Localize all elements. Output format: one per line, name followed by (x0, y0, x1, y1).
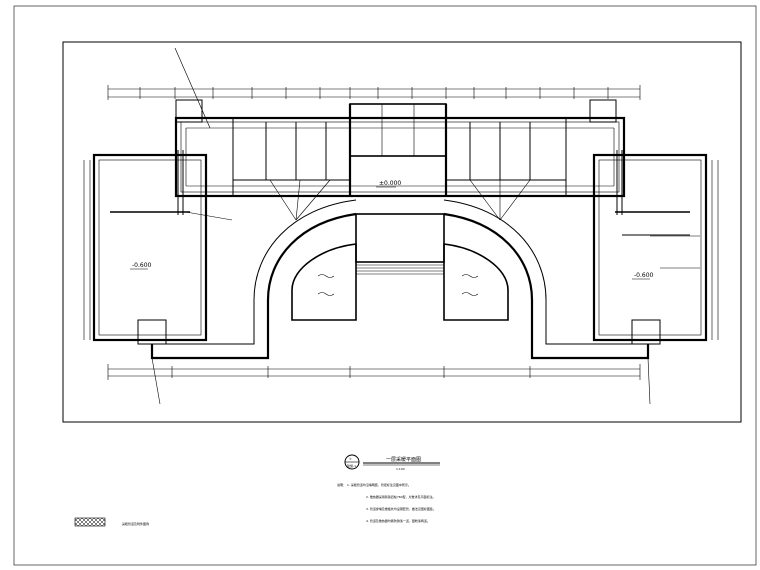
note-line-2: 2. 散热器采用铸铁四柱760型，片数详见平面标注。 (366, 494, 436, 499)
title-marker: ① (349, 457, 352, 461)
drawing-title-block: ① 建施-1 一层采暖平面图 1:100 (344, 454, 440, 471)
side-dimension-lines (83, 160, 719, 340)
title-marker-sub: 建施-1 (347, 463, 356, 468)
note-line-1: 1. 采暖管道均沿墙明装，管径标注见图中所示。 (347, 482, 411, 487)
central-block (174, 99, 626, 198)
legend-text: 采暖管道及附件图例 (122, 521, 149, 526)
sheet-border (13, 5, 757, 566)
entrance-block (355, 213, 445, 275)
left-wing (92, 150, 208, 345)
note-line-4: 4. 管道及散热器均刷防锈漆一道，银粉漆两道。 (366, 518, 430, 523)
top-dimension-line (107, 85, 641, 100)
leader-lines (151, 47, 700, 405)
arc-walkways (150, 199, 650, 360)
legend-hatch-swatch (74, 517, 106, 527)
right-wing (592, 150, 708, 345)
level-label-right: -0.600 (634, 272, 654, 279)
notes-block: 说明： 1. 采暖管道均沿墙明装，管径标注见图中所示。 2. 散热器采用铸铁四柱… (337, 482, 436, 523)
drawing-scale: 1:100 (396, 467, 405, 471)
bottom-dimension-line (107, 364, 641, 380)
drawing-title: 一层采暖平面图 (386, 456, 421, 463)
notes-heading: 说明： (337, 482, 346, 487)
level-label-left: -0.600 (132, 262, 152, 269)
drawing-frame (62, 41, 742, 423)
note-line-3: 3. 管道穿墙及楼板处均设钢套管，做法见国标图集。 (366, 506, 436, 511)
heating-pipes (185, 127, 615, 187)
level-label-center: ±0.000 (379, 180, 401, 187)
pond-wave-symbols (317, 274, 479, 296)
